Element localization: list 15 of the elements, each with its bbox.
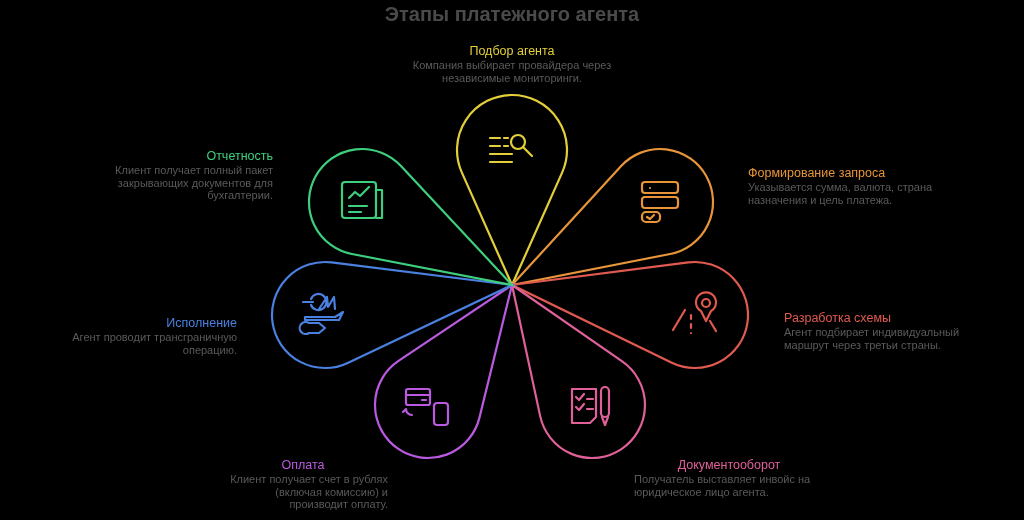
step-heading: Отчетность bbox=[205, 149, 273, 164]
step-description: Клиент получает счет в рублях (включая комиссию) и производит оплату. bbox=[229, 473, 388, 511]
diagram-title: Этапы платежного агента bbox=[383, 3, 641, 26]
step-heading: Оплата bbox=[280, 458, 326, 473]
step-description: Указывается сумма, валюта, страна назначения и цель платежа. bbox=[748, 181, 934, 206]
step-heading: Разработка схемы bbox=[784, 311, 892, 326]
step-description: Компания выбирает провайдера через независимые мониторинги. bbox=[412, 59, 612, 84]
step-description: Получатель выставляет инвойс на юридическое лицо агента. bbox=[634, 473, 812, 498]
step-heading: Исполнение bbox=[165, 316, 237, 331]
step-heading: Документооборот bbox=[676, 458, 782, 473]
step-description: Агент подбирает индивидуальный маршрут через третьи страны. bbox=[784, 326, 961, 351]
step-heading: Подбор агента bbox=[468, 44, 556, 59]
step-description: Клиент получает полный пакет закрывающих документов для бухгалтерии. bbox=[114, 164, 273, 202]
step-description: Агент проводит трансграничную операцию. bbox=[71, 331, 237, 356]
step-heading: Формирование запроса bbox=[748, 166, 887, 181]
